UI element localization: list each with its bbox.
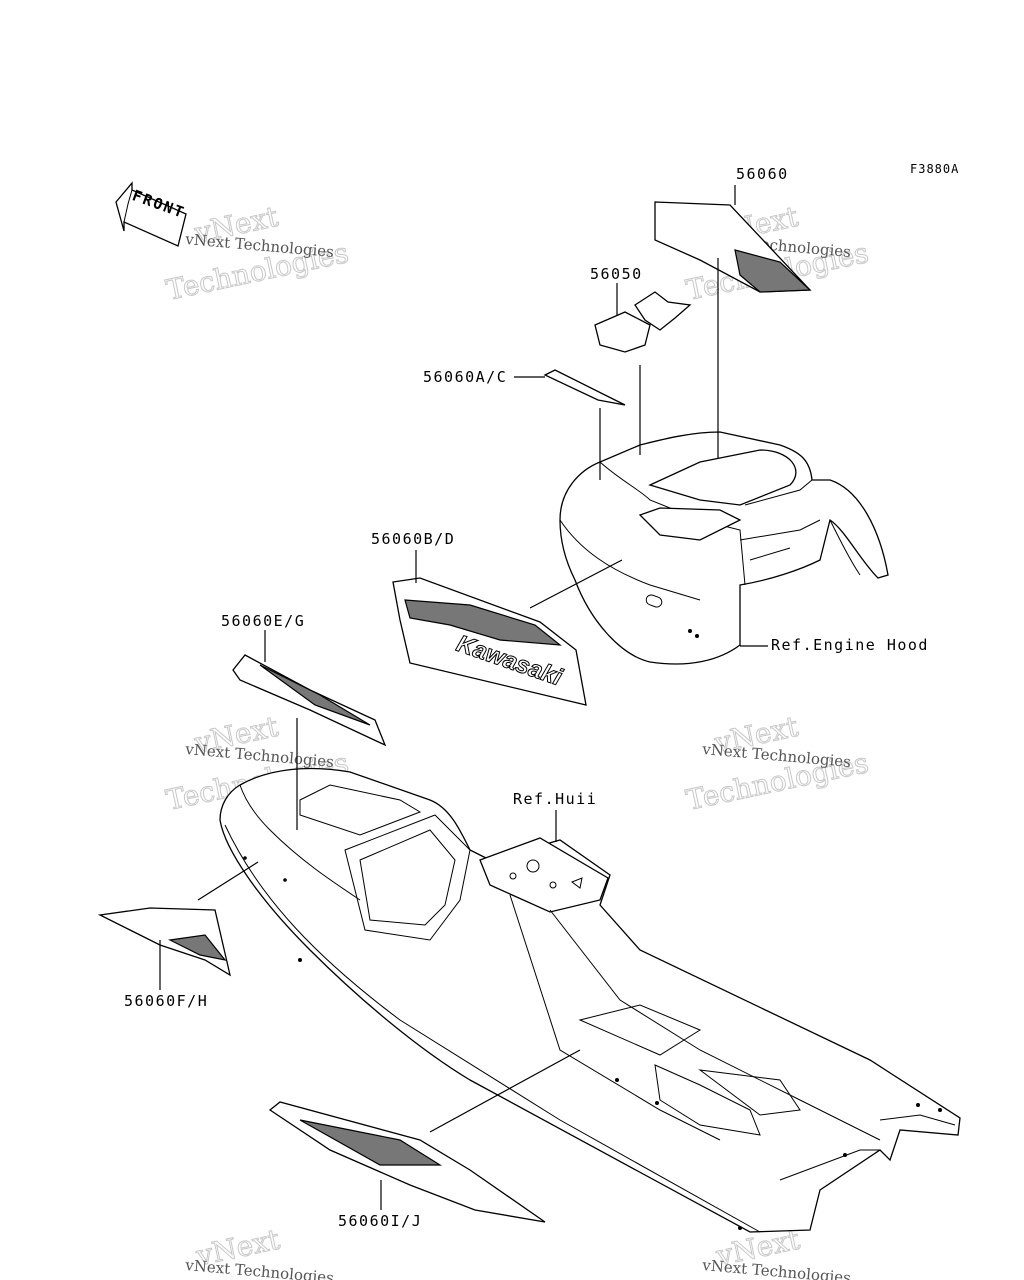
part-label-56060: 56060: [736, 165, 789, 183]
part-label-56050: 56050: [590, 265, 643, 283]
leader-lines: [159, 185, 768, 1210]
decal-56060ac: [543, 369, 626, 406]
part-label-56060bd: 56060B/D: [371, 530, 455, 548]
decal-56060ij: [268, 1101, 546, 1223]
part-label-56060fh: 56060F/H: [124, 992, 208, 1010]
engine-hood-drawing: [559, 431, 889, 665]
part-label-56060ij: 56060I/J: [338, 1212, 422, 1230]
ref-label-hull: Ref.Huii: [513, 790, 597, 808]
decal-56060bd: Kawasaki: [392, 577, 587, 706]
decal-56060: [654, 201, 812, 293]
part-label-56060eg: 56060E/G: [221, 612, 305, 630]
decal-56060eg: [232, 654, 387, 747]
part-label-56060ac: 56060A/C: [423, 368, 507, 386]
ref-label-engine-hood: Ref.Engine Hood: [771, 636, 929, 654]
hull-drawing: [219, 767, 961, 1233]
figure-code: F3880A: [910, 162, 959, 176]
decal-56050: [594, 291, 692, 353]
front-arrow-icon: FRONT: [115, 181, 188, 247]
decal-56060fh: [97, 907, 231, 977]
